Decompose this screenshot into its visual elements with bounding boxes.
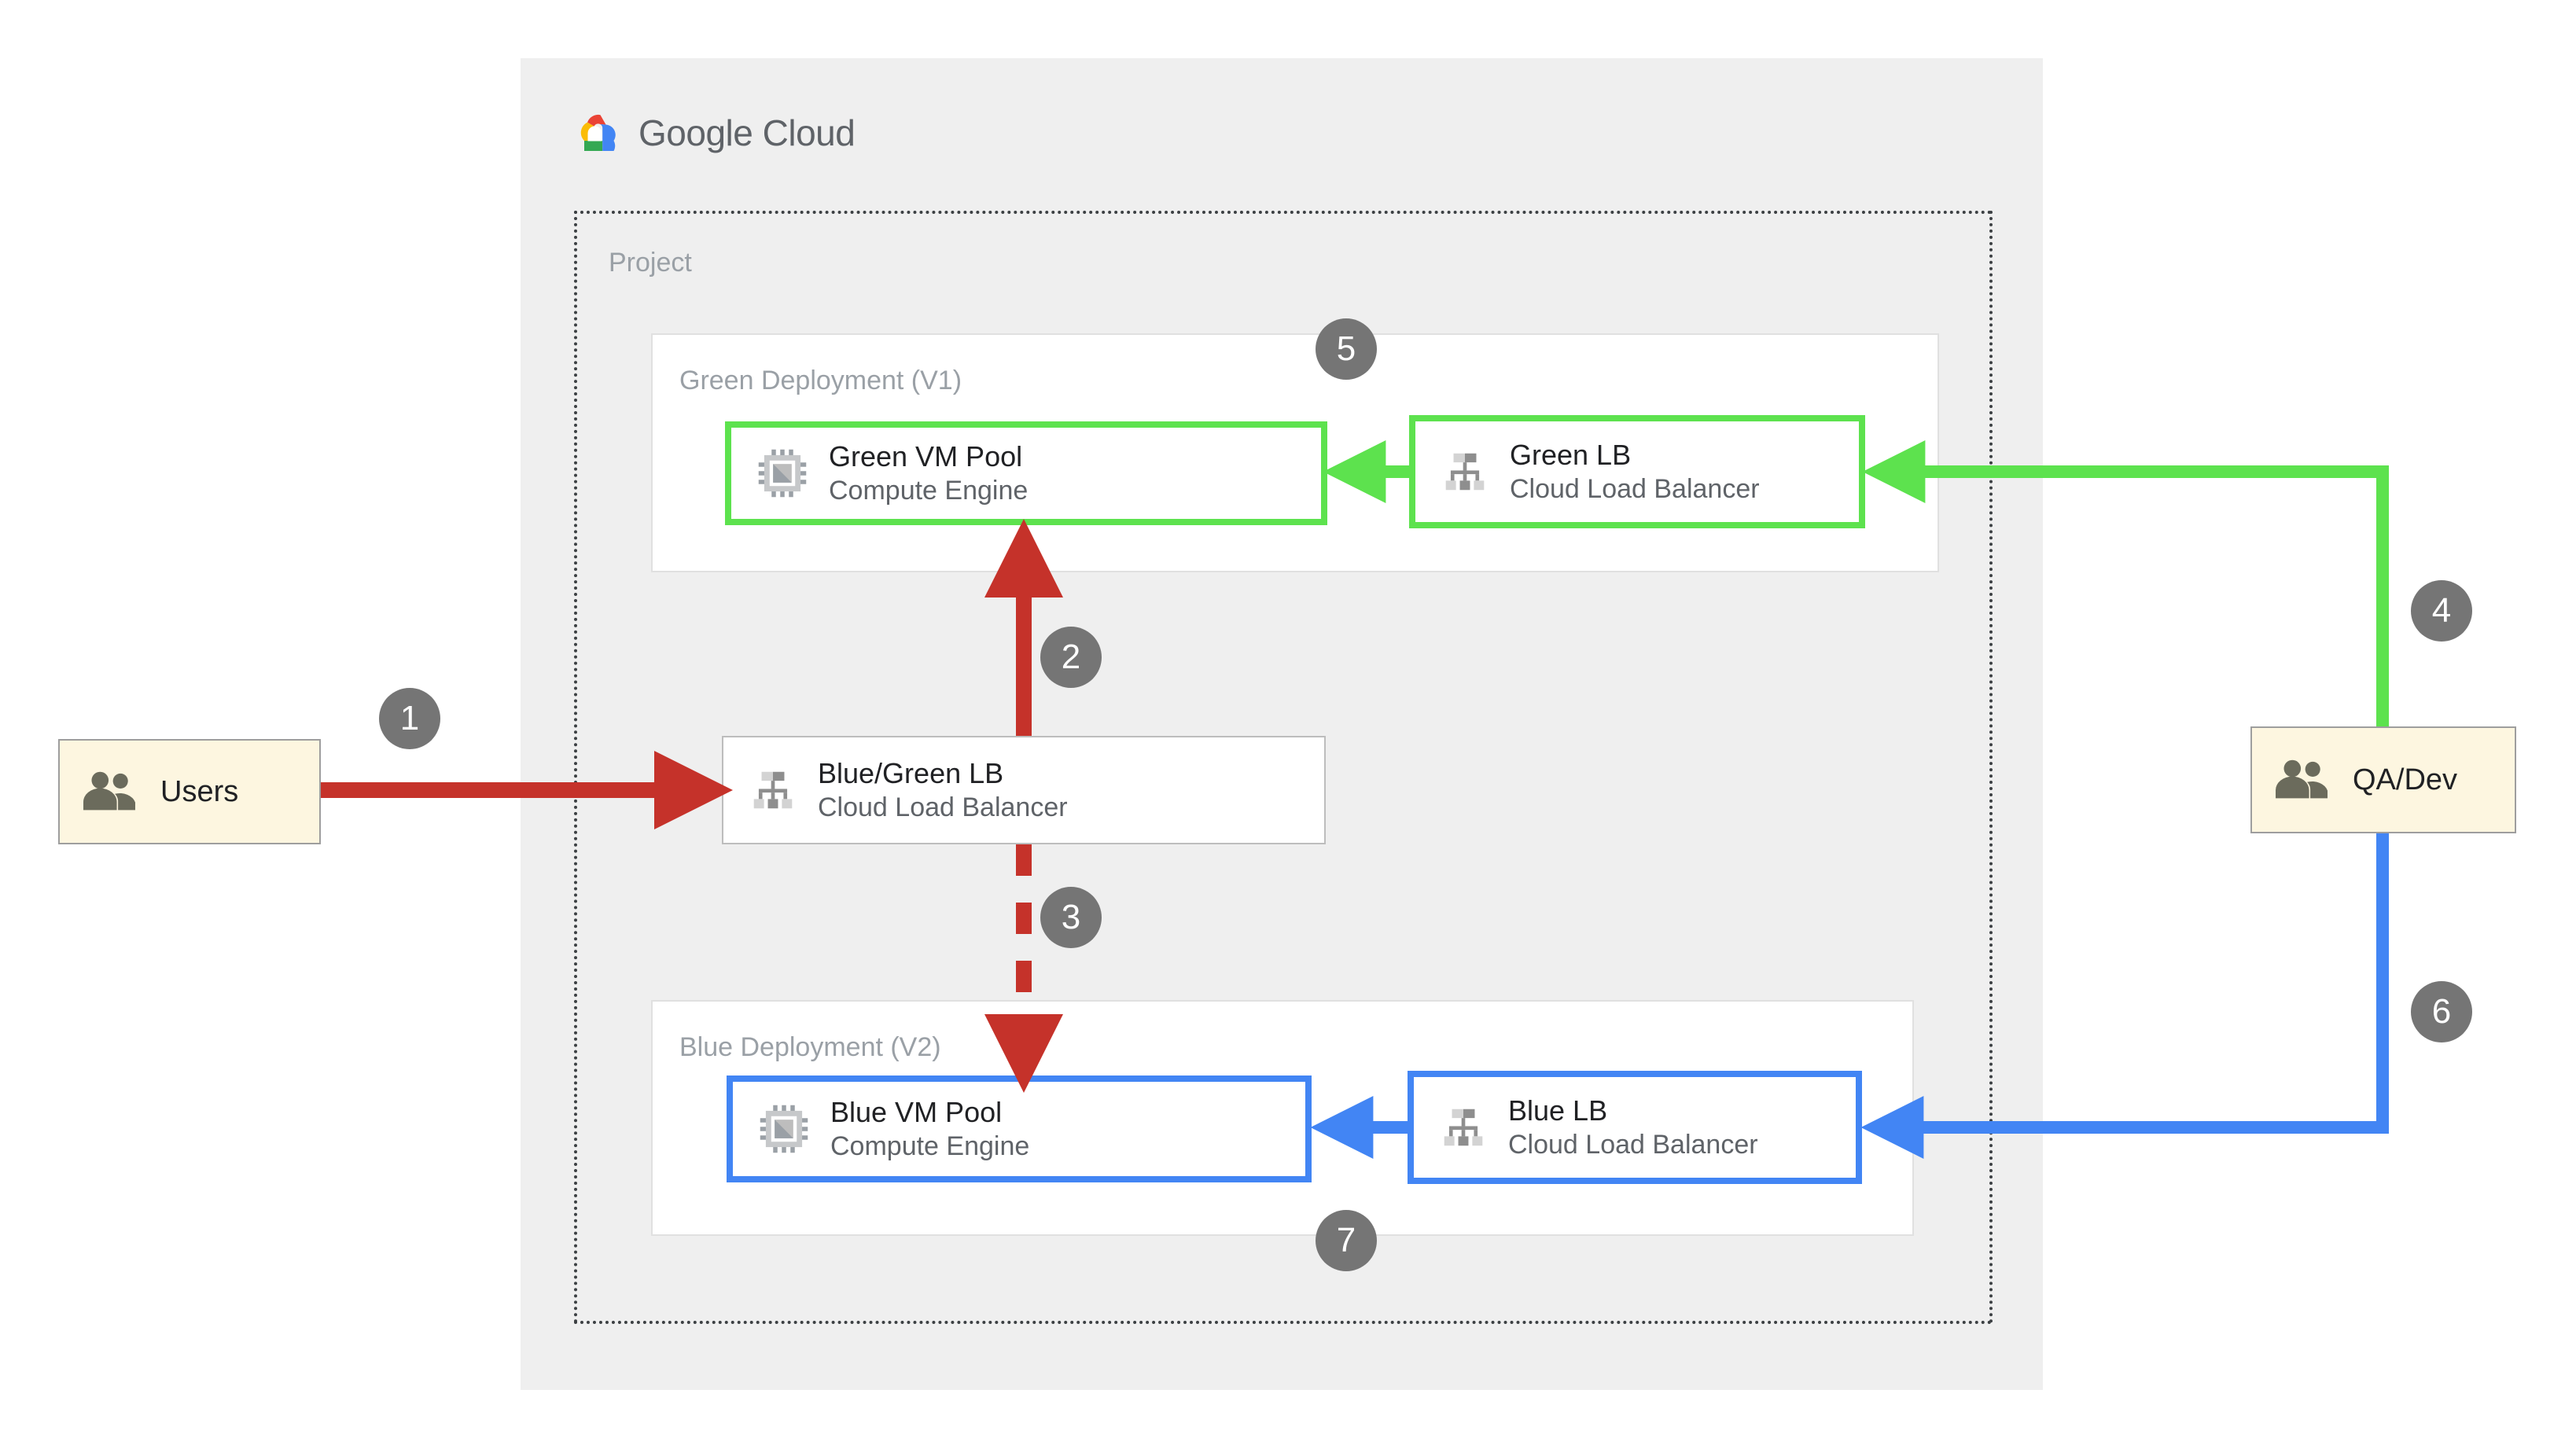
actor-qadev-label: QA/Dev <box>2353 763 2458 796</box>
load-balancer-icon <box>1444 1109 1483 1146</box>
node-subtitle: Compute Engine <box>830 1131 1030 1162</box>
node-blue-vm-pool[interactable]: Blue VM Pool Compute Engine <box>727 1076 1312 1182</box>
step-badge-6: 6 <box>2411 981 2472 1042</box>
project-label: Project <box>609 248 692 278</box>
node-blue-vm-pool-text: Blue VM Pool Compute Engine <box>830 1096 1029 1162</box>
node-green-vm-pool-text: Green VM Pool Compute Engine <box>829 440 1028 506</box>
actor-users-label: Users <box>160 774 239 808</box>
node-title: Blue VM Pool <box>830 1095 1003 1128</box>
project-boundary <box>574 211 1993 1324</box>
node-title: Green LB <box>1510 438 1632 471</box>
blue-deployment-label: Blue Deployment (V2) <box>679 1032 941 1062</box>
load-balancer-icon <box>753 771 793 809</box>
actor-qadev[interactable]: QA/Dev <box>2250 726 2516 833</box>
node-subtitle: Cloud Load Balancer <box>1510 474 1760 505</box>
node-bluegreen-lb-text: Blue/Green LB Cloud Load Balancer <box>818 757 1068 823</box>
green-deployment-label: Green Deployment (V1) <box>679 366 962 395</box>
load-balancer-icon <box>1445 453 1485 491</box>
node-title: Blue/Green LB <box>818 756 1004 789</box>
people-icon <box>2276 759 2328 799</box>
node-title: Green VM Pool <box>829 439 1023 472</box>
cpu-chip-icon <box>760 1105 808 1153</box>
step-badge-2: 2 <box>1040 627 1102 688</box>
node-subtitle: Compute Engine <box>829 476 1029 506</box>
google-cloud-brand: Google Cloud <box>574 104 856 162</box>
actor-users[interactable]: Users <box>58 739 321 844</box>
step-badge-4: 4 <box>2411 580 2472 642</box>
brand-word-cloud: Cloud <box>762 112 856 153</box>
node-green-lb-text: Green LB Cloud Load Balancer <box>1510 439 1760 505</box>
step-badge-5: 5 <box>1316 318 1377 380</box>
node-blue-lb-text: Blue LB Cloud Load Balancer <box>1508 1094 1758 1160</box>
google-cloud-logo <box>580 114 616 151</box>
node-blue-lb[interactable]: Blue LB Cloud Load Balancer <box>1408 1071 1862 1184</box>
brand-word-google: Google <box>638 112 753 153</box>
node-bluegreen-lb[interactable]: Blue/Green LB Cloud Load Balancer <box>722 736 1326 844</box>
cpu-chip-icon <box>758 449 807 498</box>
node-title: Blue LB <box>1508 1094 1608 1127</box>
brand-wordmark: Google Cloud <box>638 112 856 154</box>
node-green-lb[interactable]: Green LB Cloud Load Balancer <box>1409 415 1865 528</box>
step-badge-1: 1 <box>379 688 440 749</box>
node-green-vm-pool[interactable]: Green VM Pool Compute Engine <box>725 421 1327 525</box>
step-badge-3: 3 <box>1040 887 1102 948</box>
people-icon <box>83 771 135 811</box>
node-subtitle: Cloud Load Balancer <box>818 792 1068 823</box>
step-badge-7: 7 <box>1316 1210 1377 1271</box>
node-subtitle: Cloud Load Balancer <box>1508 1130 1758 1160</box>
